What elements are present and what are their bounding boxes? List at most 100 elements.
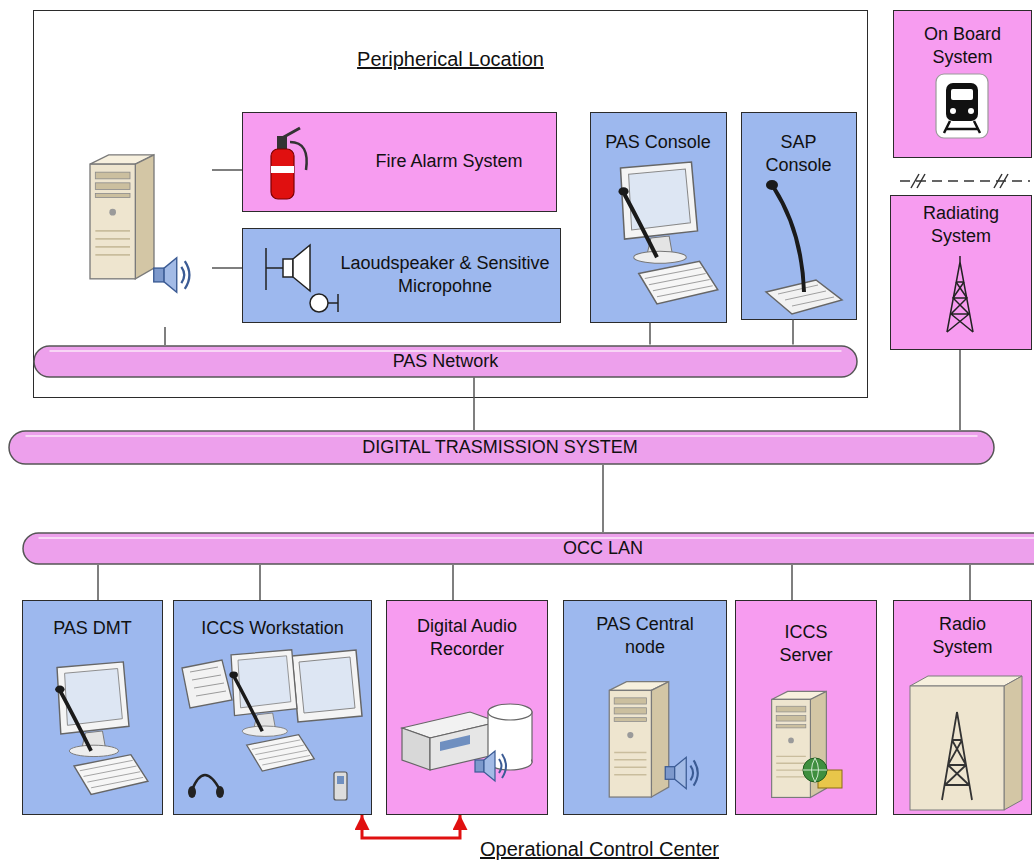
server-icon: [90, 155, 189, 292]
extinguisher-stripe: [271, 166, 294, 173]
microphone-symbol: [310, 294, 328, 312]
network-link: [473, 378, 475, 431]
device-box: Laoudspeaker & Sensitive Micropohne: [242, 228, 561, 323]
train-icon: [936, 74, 988, 138]
band-highlight: [26, 435, 978, 437]
radio-cabinet-icon: [910, 676, 1022, 810]
globe-badge: [803, 758, 827, 782]
equipment-box: Radio System: [893, 600, 1032, 815]
network-link: [959, 350, 961, 430]
antenna-tower-icon: [947, 256, 973, 332]
speaker-cone: [293, 245, 310, 291]
monitor: [292, 650, 362, 722]
console-icon: [618, 162, 717, 304]
wire: [212, 267, 242, 269]
recorder-top: [402, 712, 498, 738]
cabinet-front: [910, 686, 1004, 810]
label-holder: Operational Control Center: [480, 838, 719, 861]
network-band: OCC LAN: [22, 532, 1034, 565]
console-box: SAP Console: [741, 112, 857, 320]
network-link: [649, 323, 651, 345]
speaker-mic-icon: [266, 245, 338, 312]
terminal-icon: [55, 662, 148, 795]
phone-body: [182, 660, 232, 708]
train-rails: [944, 121, 980, 133]
console-box: PAS Console: [590, 112, 727, 323]
monitor-screen: [299, 657, 355, 713]
box-label: Laoudspeaker & Sensitive Micropohne: [339, 252, 552, 298]
network-band: PAS Network: [33, 345, 858, 378]
network-band: DIGITAL TRASMISSION SYSTEM: [8, 430, 995, 465]
recorder-icon: [402, 704, 532, 781]
train-light: [968, 108, 974, 114]
server-tower: [90, 155, 154, 279]
box-label: Digital Audio Recorder: [405, 615, 530, 661]
speaker-badge: [154, 258, 190, 293]
central-server-icon: [609, 682, 698, 797]
storage-cylinder-base: [488, 754, 532, 770]
handheld-radio: [334, 772, 347, 800]
speaker-body: [283, 259, 293, 277]
server-tower: [772, 691, 827, 797]
box-label: PAS DMT: [53, 617, 132, 640]
equipment-box: PAS Central node: [563, 600, 727, 815]
box-label: PAS Console: [605, 131, 711, 154]
tower-tip: [959, 256, 961, 262]
cabinet-side: [1004, 676, 1022, 810]
box-label: Radio System: [923, 613, 1003, 659]
recorder-display: [440, 735, 470, 751]
box-label: On Board System: [913, 23, 1013, 69]
tower-lattice: [947, 282, 973, 332]
radio-display: [337, 776, 344, 784]
tower-legs: [947, 262, 973, 332]
speaker-badge: [665, 757, 698, 789]
headset: [192, 775, 220, 790]
box-label: ICCS Server: [771, 621, 841, 667]
band-pill: [23, 533, 1034, 564]
train-light: [950, 108, 956, 114]
equipment-box: ICCS Workstation: [173, 600, 372, 815]
antenna-tower: [942, 712, 972, 800]
band-highlight: [39, 537, 1034, 539]
network-link: [792, 320, 794, 345]
application-server-icon: [772, 691, 842, 797]
speaker-badge: [475, 751, 506, 781]
box-label: SAP Console: [759, 131, 839, 177]
extinguisher-hose: [290, 142, 307, 170]
storage-cylinder-fill: [489, 750, 531, 762]
equipment-box: Digital Audio Recorder: [386, 600, 548, 815]
server-tower: [609, 682, 669, 797]
band-label: DIGITAL TRASMISSION SYSTEM: [362, 436, 638, 459]
console-keys: [778, 285, 834, 306]
icon-tile: [936, 74, 988, 138]
network-link: [791, 565, 793, 600]
band-shape: [22, 532, 1034, 565]
recorder-side: [402, 728, 430, 770]
storage-cylinder-top: [488, 704, 532, 720]
globe-lines: [803, 758, 827, 782]
network-link: [602, 465, 604, 532]
network-link: [259, 565, 261, 600]
microphone-head: [766, 180, 778, 190]
band-label: OCC LAN: [563, 537, 643, 560]
box-label: Radiating System: [911, 202, 1011, 248]
wire: [266, 248, 283, 290]
workstation-icon: [182, 650, 362, 800]
dashed-link: [900, 180, 1030, 182]
box-label: ICCS Workstation: [201, 617, 344, 640]
wire-lines: [165, 170, 242, 345]
wireless-link-symbol: [900, 174, 1030, 188]
extinguisher-handle: [282, 128, 300, 138]
band-label: PAS Network: [393, 350, 499, 373]
wire: [212, 169, 242, 171]
equipment-box: ICCS Server: [735, 600, 877, 815]
console-base: [766, 280, 842, 314]
system-box: On Board System: [893, 10, 1032, 158]
break-mark: [994, 174, 1008, 188]
network-link: [969, 565, 971, 600]
group-title: Peripherical Location: [357, 48, 544, 71]
system-box: Fire Alarm System: [242, 112, 557, 212]
folder-badge: [818, 770, 842, 788]
